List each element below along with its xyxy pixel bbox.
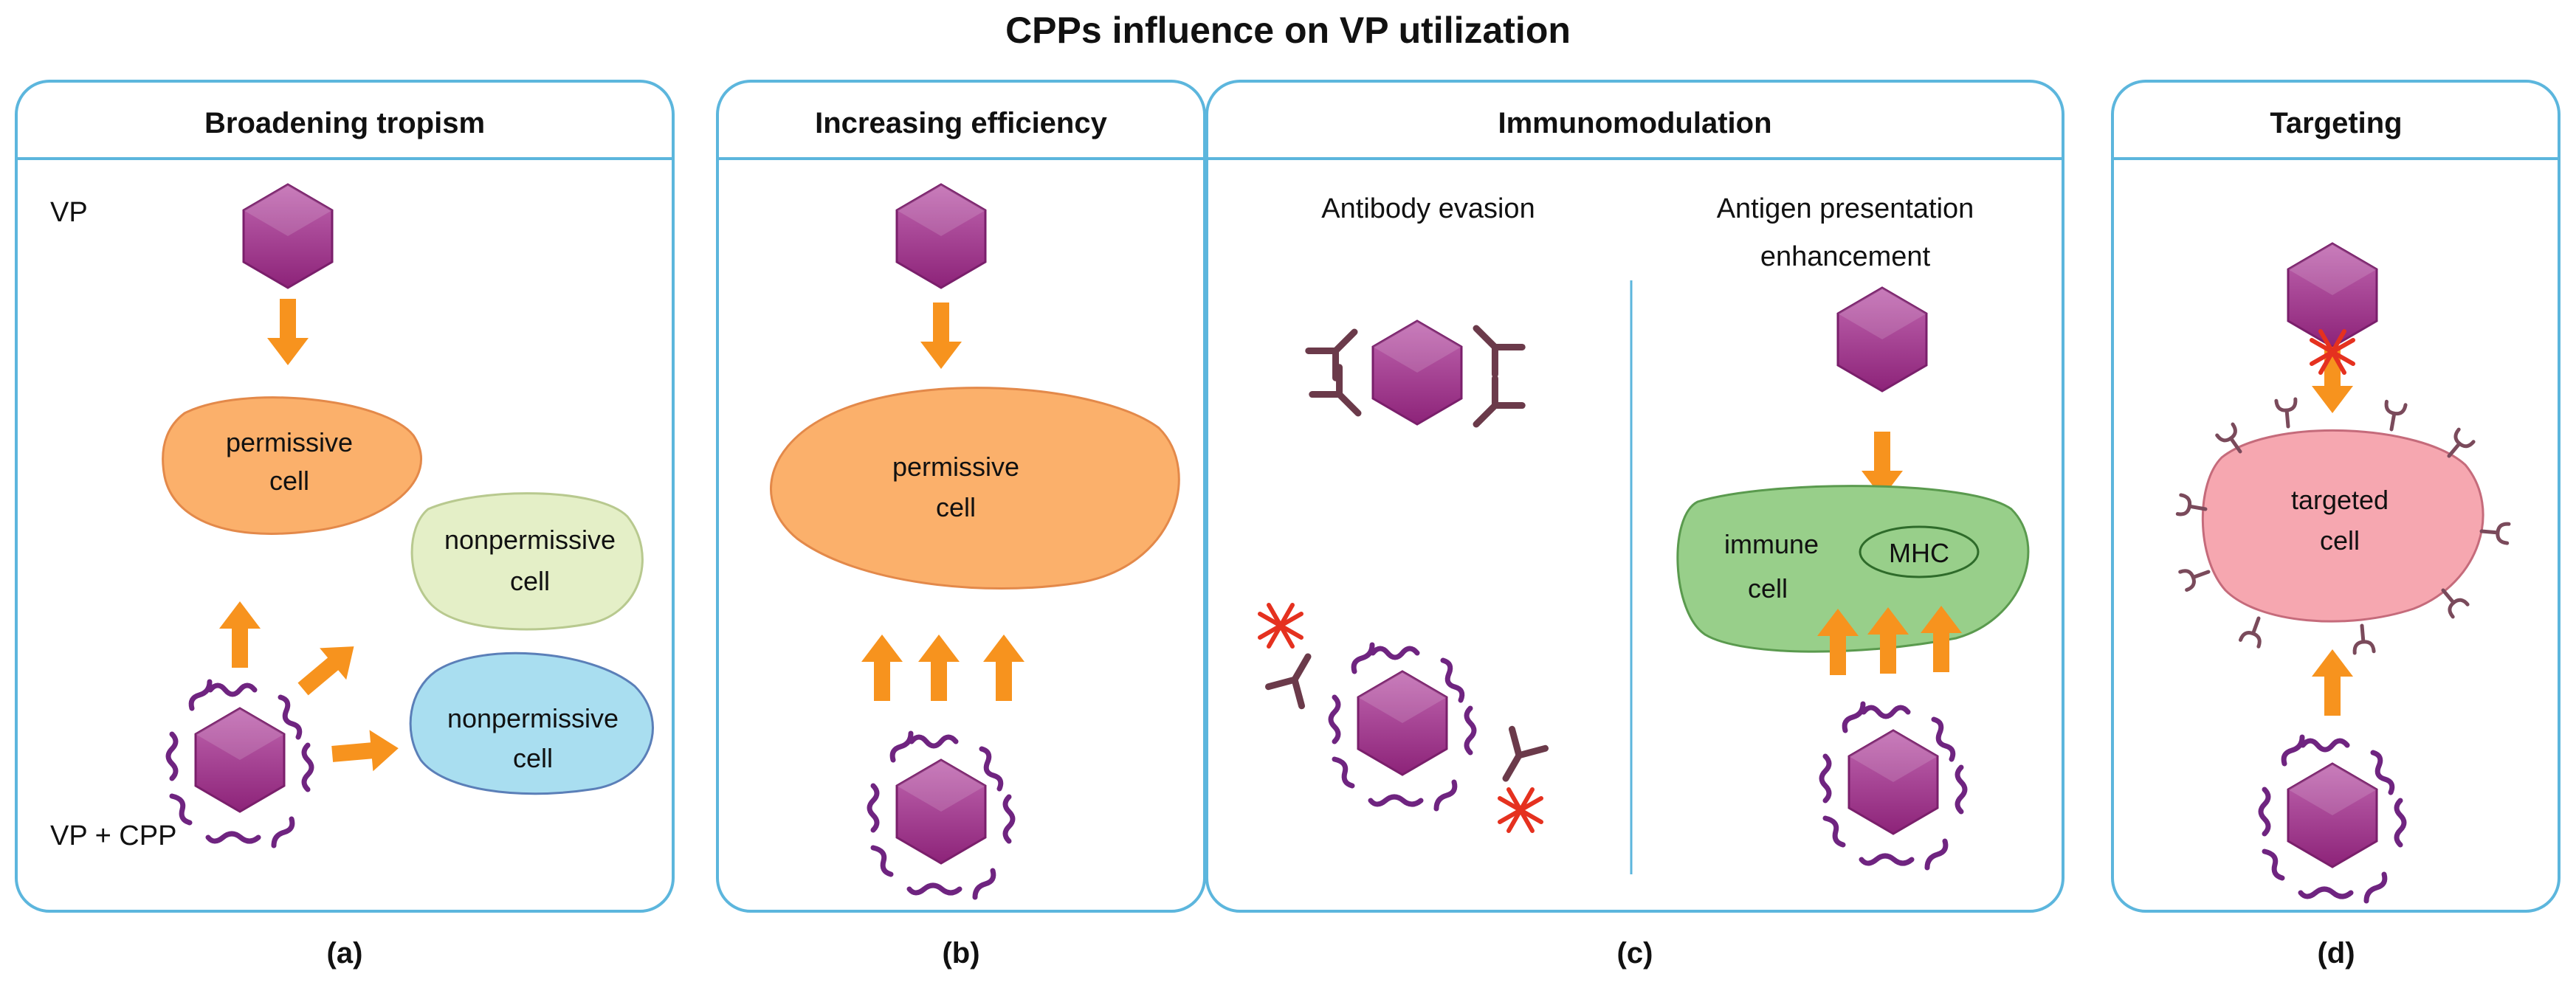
- antibody-evasion-heading: Antibody evasion: [1321, 193, 1535, 224]
- up-arrow: [983, 635, 1024, 701]
- diagonal-arrow: [289, 630, 368, 705]
- antigen-heading-line-1: Antigen presentation: [1717, 193, 1974, 224]
- panel-b-title: Increasing efficiency: [815, 107, 1107, 139]
- panel-a: Broadening tropism VP VP + CPP permissiv…: [15, 80, 675, 970]
- vp-hexagon: [242, 183, 334, 289]
- vp-hexagon: [1371, 319, 1463, 426]
- panel-a-title: Broadening tropism: [204, 107, 485, 139]
- permissive-cell-label-2: cell: [936, 492, 976, 522]
- figure-title: CPPs influence on VP utilization: [1005, 10, 1571, 51]
- down-arrow: [267, 299, 309, 365]
- panel-c-label: (c): [1617, 937, 1653, 970]
- nonpermissive-blue-label-2: cell: [513, 743, 553, 773]
- antibody: [1463, 315, 1523, 375]
- receptor: [2180, 563, 2212, 590]
- immune-cell: [1676, 485, 2030, 653]
- antibody: [1463, 379, 1523, 438]
- vp-cpp-hexagon: [1331, 645, 1474, 809]
- panel-c-title: Immunomodulation: [1498, 107, 1771, 139]
- vp-cpp-hexagon: [2261, 737, 2404, 901]
- vp-cpp-hexagon: [168, 682, 311, 846]
- down-arrow: [2312, 347, 2353, 413]
- block-cross: [1500, 789, 1541, 831]
- receptor: [2481, 522, 2509, 543]
- immune-cell-label-2: cell: [1748, 573, 1788, 604]
- immune-cell-label-1: immune: [1724, 529, 1819, 559]
- permissive-cell-label-2: cell: [269, 466, 309, 496]
- receptor: [2382, 401, 2405, 431]
- permissive-cell-label-1: permissive: [226, 427, 353, 457]
- vp-cpp-label: VP + CPP: [50, 820, 176, 851]
- nonpermissive-green-label-1: nonpermissive: [444, 525, 616, 555]
- panel-d-frame: [2111, 80, 2560, 913]
- panel-c-frame: [1205, 80, 2064, 913]
- up-arrow: [861, 635, 903, 701]
- down-arrow: [920, 303, 962, 369]
- antigen-heading-line-2: enhancement: [1760, 241, 1931, 272]
- permissive-cell: [162, 396, 423, 535]
- block-cross: [1260, 605, 1301, 646]
- targeted-cell-label-1: targeted: [2291, 485, 2389, 515]
- nonpermissive-green-label-2: cell: [510, 566, 550, 596]
- nonpermissive-cell-blue: [409, 652, 654, 795]
- panel-b-frame: [716, 80, 1206, 913]
- up-arrow: [219, 601, 261, 668]
- nonpermissive-cell-green: [410, 492, 644, 631]
- panel-c: Immunomodulation Antibody evasion Antige…: [1205, 80, 2064, 970]
- mhc-ellipse: [1859, 525, 1980, 578]
- vp-hexagon: [1836, 286, 1928, 393]
- targeted-cell-label-2: cell: [2320, 525, 2360, 556]
- panel-d-title: Targeting: [2270, 107, 2402, 139]
- permissive-cell: [770, 387, 1180, 590]
- nonpermissive-blue-label-1: nonpermissive: [447, 703, 619, 733]
- vp-hexagon: [895, 183, 987, 289]
- mhc-label: MHC: [1889, 538, 1949, 568]
- vp-cpp-hexagon: [1822, 704, 1965, 868]
- up-arrow: [918, 635, 960, 701]
- targeted-cell: [2201, 429, 2484, 623]
- panel-d-label: (d): [2317, 937, 2355, 970]
- panel-a-label: (a): [327, 937, 363, 970]
- antibody: [1312, 367, 1372, 427]
- receptor: [2240, 615, 2267, 647]
- receptor: [2276, 399, 2298, 427]
- up-arrow: [2312, 649, 2353, 716]
- receptor: [2352, 625, 2374, 653]
- permissive-cell-label-1: permissive: [892, 452, 1019, 482]
- right-arrow: [330, 727, 401, 775]
- vp-cpp-hexagon: [869, 733, 1013, 897]
- panel-a-frame: [15, 80, 675, 913]
- panel-b: Increasing efficiency permissive cell (b…: [716, 80, 1206, 970]
- antibody: [1268, 647, 1324, 706]
- vp-hexagon: [2287, 242, 2378, 348]
- vp-label: VP: [50, 197, 88, 228]
- antibody: [1489, 729, 1545, 788]
- panel-b-label: (b): [942, 937, 979, 970]
- panel-d: Targeting targeted cell (d): [2111, 80, 2560, 970]
